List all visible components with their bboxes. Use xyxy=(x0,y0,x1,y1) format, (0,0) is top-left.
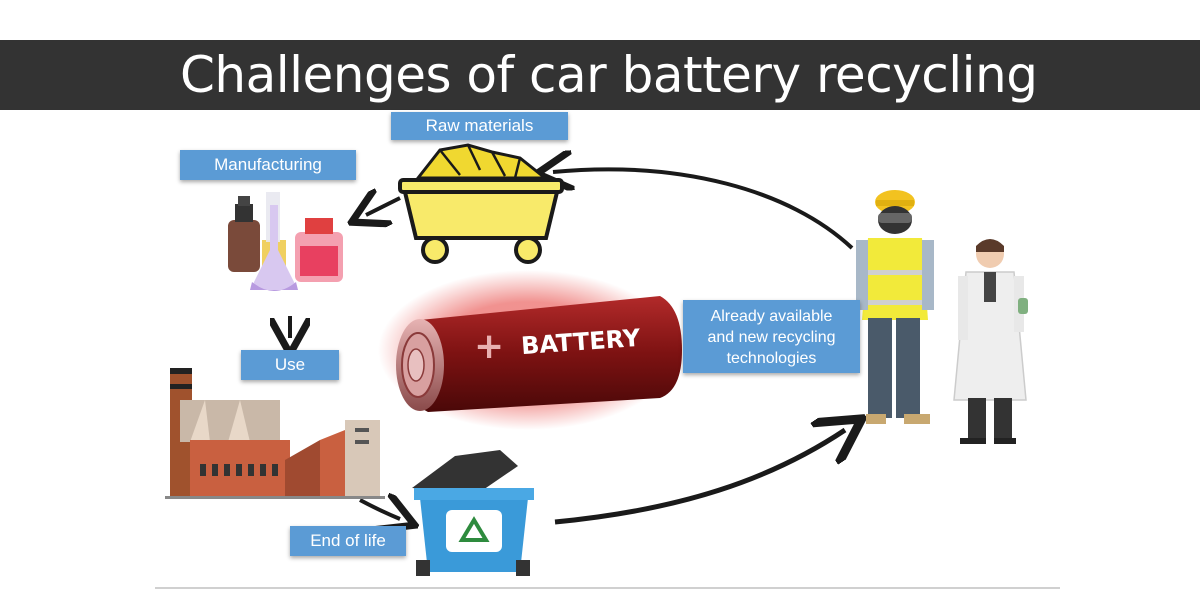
battery-icon: + BATTERY xyxy=(378,270,682,430)
arrow-end-to-recycle xyxy=(554,430,845,525)
arrow-recycle-to-raw xyxy=(553,169,854,250)
worker-icon xyxy=(856,190,934,424)
battery-plus-sign: + xyxy=(474,326,504,367)
factory-icon xyxy=(165,368,385,499)
page-title: Challenges of car battery recycling xyxy=(180,46,1038,104)
label-raw-materials: Raw materials xyxy=(391,112,568,140)
label-manufacturing: Manufacturing xyxy=(180,150,356,180)
label-recycling-technologies: Already available and new recycling tech… xyxy=(683,300,860,373)
arrow-raw-to-manufacturing xyxy=(366,198,401,215)
lab-bottles-icon xyxy=(228,192,343,291)
minecart-icon xyxy=(398,143,564,264)
label-use: Use xyxy=(241,350,339,380)
arrow-use-to-end xyxy=(359,500,400,519)
recycling-line-3: technologies xyxy=(726,350,817,367)
recycling-line-1: Already available xyxy=(710,308,833,325)
label-end-of-life: End of life xyxy=(290,526,406,556)
divider-line xyxy=(155,587,1060,589)
scientist-icon xyxy=(953,239,1028,444)
recycling-line-2: and new recycling xyxy=(707,329,836,346)
title-bar: Challenges of car battery recycling xyxy=(0,40,1200,110)
recycling-bin-icon xyxy=(412,450,534,576)
